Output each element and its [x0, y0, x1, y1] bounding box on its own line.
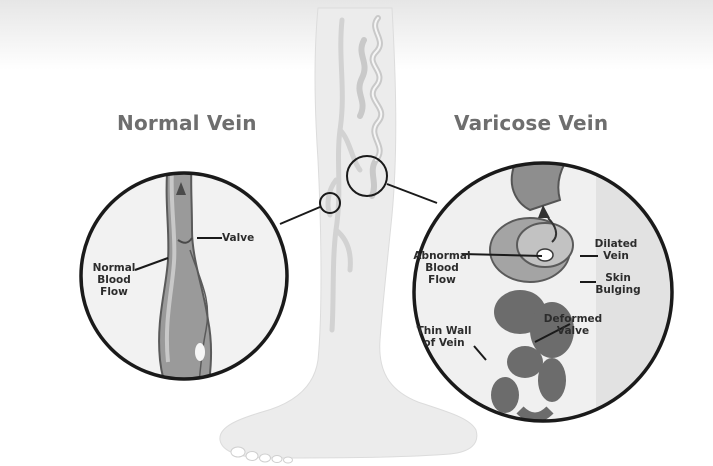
label-normal-blood-flow: Normal Blood Flow [89, 262, 139, 298]
heading-normal-vein: Normal Vein [117, 111, 257, 135]
heading-varicose-vein: Varicose Vein [454, 111, 608, 135]
label-dilated-vein: Dilated Vein [594, 238, 638, 262]
label-abnormal-blood-flow: Abnormal Blood Flow [412, 250, 472, 286]
label-deformed-valve: Deformed Valve [541, 313, 605, 337]
label-valve: Valve [222, 232, 254, 244]
connector-line-normal [280, 207, 320, 224]
connector-line-varicose [387, 184, 437, 203]
label-skin-bulging: Skin Bulging [594, 272, 642, 296]
label-thin-wall-of-vein: Thin Wall of Vein [413, 325, 475, 349]
